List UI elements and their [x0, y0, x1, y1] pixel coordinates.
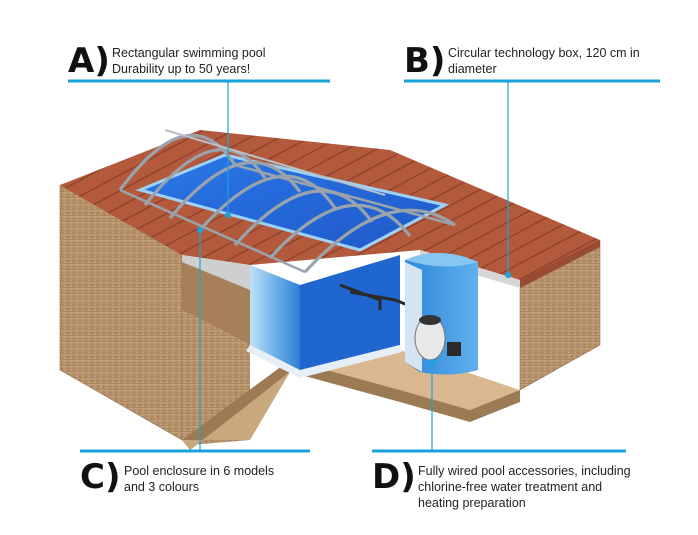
callout-b-text: Circular technology box, 120 cm in diame…: [448, 45, 678, 77]
callout-d-letter: D): [372, 457, 416, 497]
callout-c-text: Pool enclosure in 6 models and 3 colours: [124, 463, 344, 495]
callout-rules: [68, 79, 660, 453]
callout-d-line-2: chlorine-free water treatment and: [418, 480, 603, 494]
technology-box: [405, 252, 478, 375]
callout-markers: [197, 212, 511, 365]
callout-b-line-1: Circular technology box, 120 cm in: [448, 46, 640, 60]
callout-d-line-3: heating preparation: [418, 496, 526, 510]
callout-d-text: Fully wired pool accessories, including …: [418, 463, 688, 511]
callout-a-line-1: Rectangular swimming pool: [112, 46, 266, 60]
callout-c-letter: C): [80, 457, 121, 497]
callout-a-letter: A): [68, 41, 110, 81]
callout-c-line-2: and 3 colours: [124, 480, 200, 494]
callout-c-line-1: Pool enclosure in 6 models: [124, 464, 275, 478]
pool-enclosure: [118, 129, 456, 274]
callout-a-line-2: Durability up to 50 years!: [112, 62, 251, 76]
pool-water: [135, 153, 450, 252]
pool-shell: [246, 255, 402, 378]
callout-d-line-1: Fully wired pool accessories, including: [418, 464, 631, 478]
callout-b-line-2: diameter: [448, 62, 497, 76]
callout-b-letter: B): [404, 41, 446, 81]
callout-a-text: Rectangular swimming pool Durability up …: [112, 45, 332, 77]
